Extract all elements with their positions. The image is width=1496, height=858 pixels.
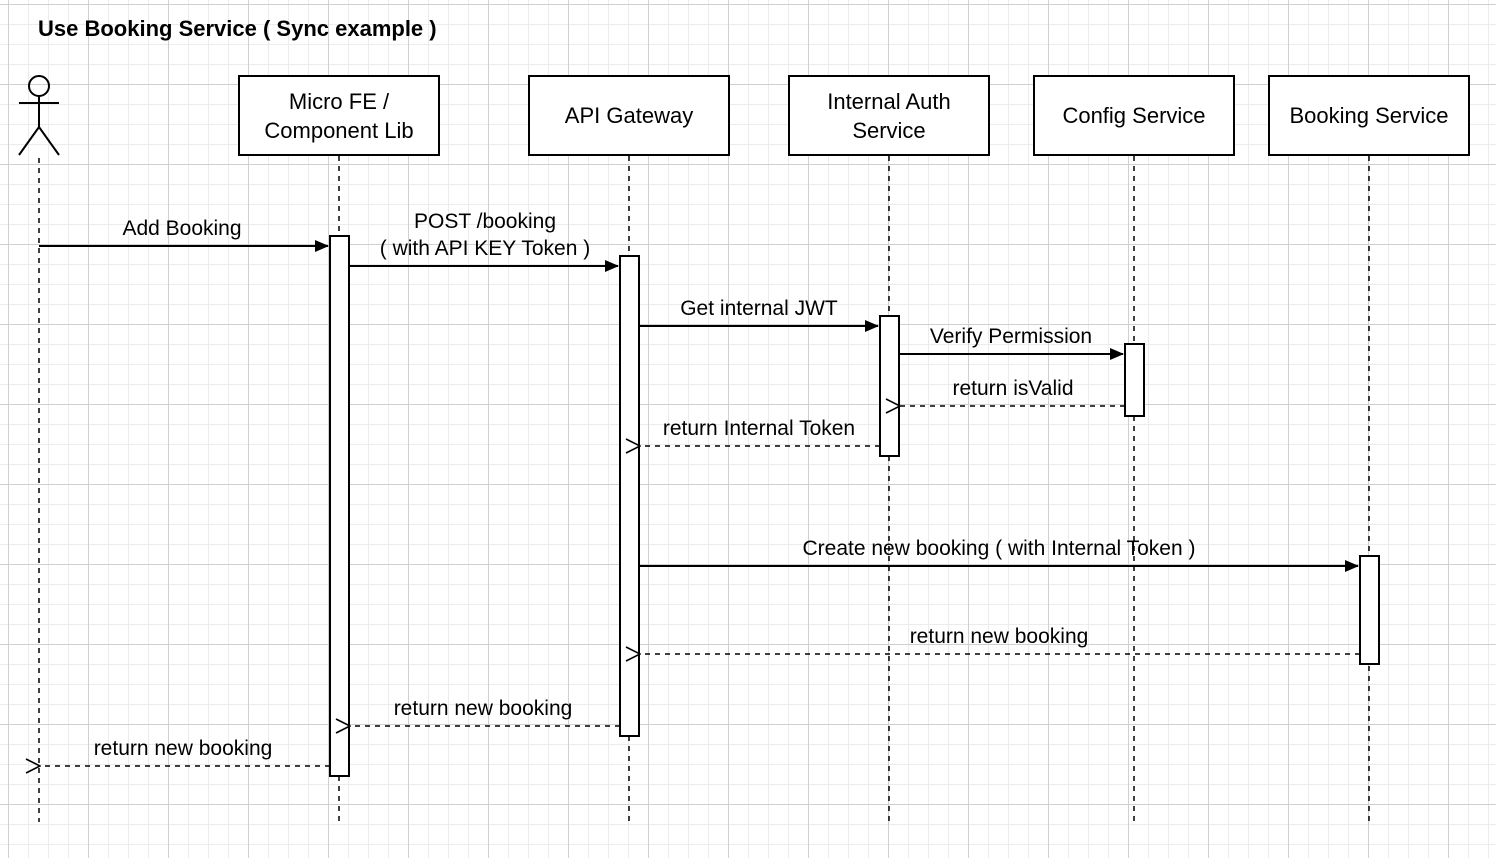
participant-config-service-label: Config Service: [1062, 103, 1206, 128]
label-post-booking-line1: POST /booking: [414, 210, 556, 233]
participant-booking-service[interactable]: Booking Service: [1268, 75, 1470, 156]
label-post-booking-line2: ( with API KEY Token ): [380, 237, 591, 260]
diagram-title: Use Booking Service ( Sync example ): [38, 16, 437, 41]
actor-user-icon: [18, 75, 60, 156]
participant-micro-fe-label: Micro FE / Component Lib: [264, 88, 414, 143]
label-return-internal-token: return Internal Token: [663, 417, 855, 440]
activation-micro-fe: [329, 235, 350, 777]
label-return-isvalid: return isValid: [953, 377, 1074, 400]
participant-config-service[interactable]: Config Service: [1033, 75, 1235, 156]
label-return-booking-to-user: return new booking: [94, 737, 273, 760]
participant-api-gateway[interactable]: API Gateway: [528, 75, 730, 156]
activation-internal-auth: [879, 315, 900, 457]
activation-api-gateway: [619, 255, 640, 737]
label-verify-permission: Verify Permission: [930, 325, 1092, 348]
label-return-booking-to-fe: return new booking: [394, 697, 573, 720]
participant-api-gateway-label: API Gateway: [564, 103, 694, 128]
activation-config-service: [1124, 343, 1145, 417]
label-create-new-booking: Create new booking ( with Internal Token…: [803, 537, 1196, 560]
participant-internal-auth[interactable]: Internal Auth Service: [788, 75, 990, 156]
label-get-internal-jwt: Get internal JWT: [680, 297, 838, 320]
label-add-booking: Add Booking: [122, 217, 241, 240]
participant-micro-fe[interactable]: Micro FE / Component Lib: [238, 75, 440, 156]
participant-booking-service-label: Booking Service: [1289, 103, 1449, 128]
activation-booking-service: [1359, 555, 1380, 665]
participant-internal-auth-label: Internal Auth Service: [827, 88, 951, 143]
label-return-booking-from-service: return new booking: [910, 625, 1089, 648]
